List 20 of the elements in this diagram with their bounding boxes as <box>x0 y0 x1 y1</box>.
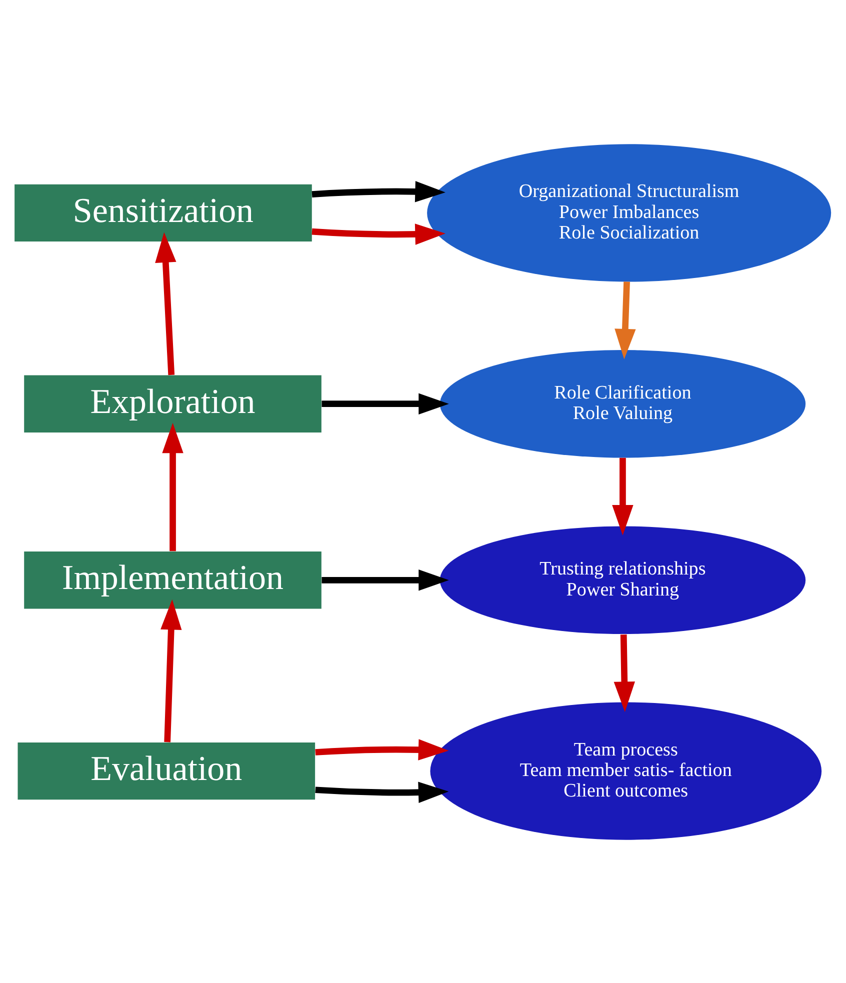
arrow <box>160 598 182 742</box>
arrow <box>614 634 636 712</box>
arrow <box>322 392 449 414</box>
node-ellipse: Role Clarification Role Valuing <box>440 349 806 458</box>
node-box: Exploration <box>24 374 322 432</box>
node-box: Sensitization <box>14 184 312 242</box>
node-ellipse: Team process Team member satis- faction Client outcomes <box>430 702 822 840</box>
node-ellipse: Organizational Structuralism Power Imbalances Role Socialization <box>427 144 832 282</box>
arrow <box>322 569 449 590</box>
arrow <box>614 281 636 359</box>
node-box: Evaluation <box>18 742 316 800</box>
arrow <box>312 180 446 202</box>
arrow <box>315 738 449 760</box>
arrow <box>612 457 634 535</box>
arrow <box>315 781 449 802</box>
node-box: Implementation <box>24 551 322 608</box>
arrow <box>162 422 184 551</box>
node-ellipse: Trusting relationships Power Sharing <box>440 526 806 634</box>
arrow <box>312 223 446 244</box>
arrow <box>155 232 176 375</box>
